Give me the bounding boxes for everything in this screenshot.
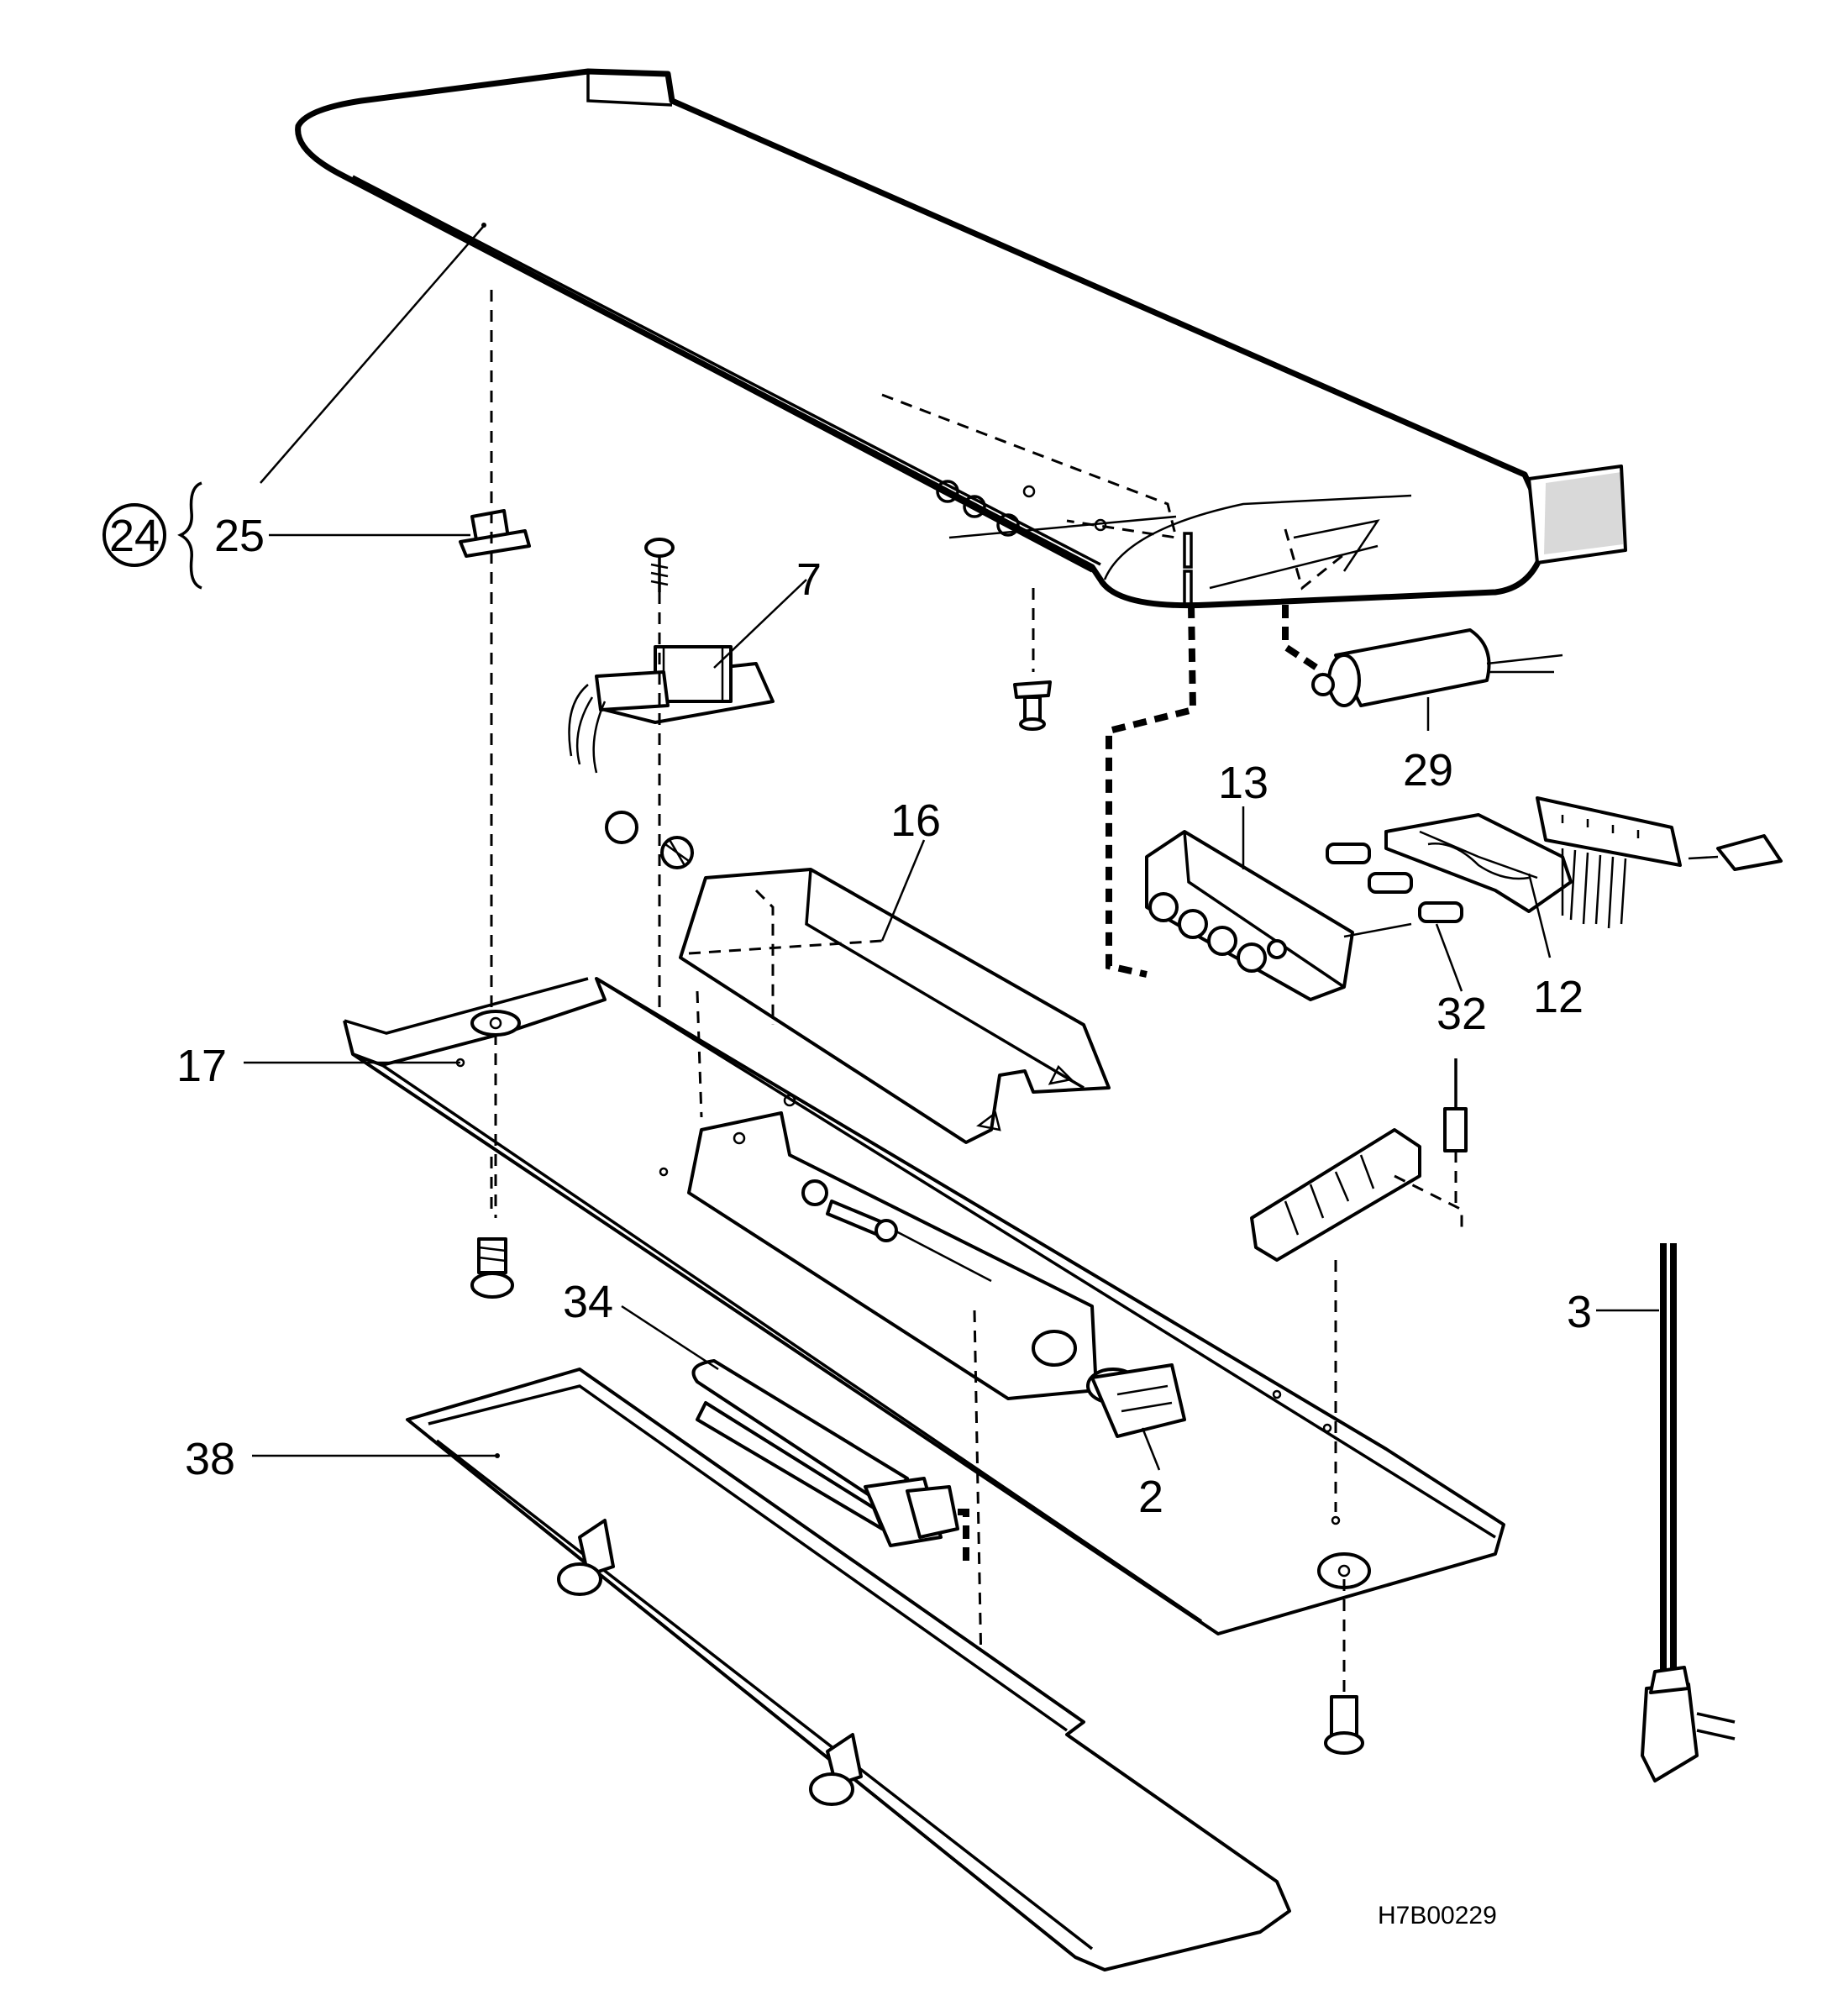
callout-24-group: 24 25 — [102, 481, 470, 590]
leader-25 — [260, 226, 484, 484]
terminal-block — [1250, 1058, 1468, 1512]
label-3: 3 — [1567, 1287, 1592, 1337]
clip-part — [459, 509, 531, 558]
lamp-cover-part-38: 38 — [185, 1368, 1291, 1971]
power-cord-part-3: 3 — [1567, 1243, 1736, 1782]
label-2: 2 — [1138, 1472, 1163, 1522]
lamp-part-34: 34 — [563, 1277, 969, 1562]
cylinder-part-29: 29 — [1282, 605, 1563, 795]
screw-right — [1324, 1579, 1364, 1755]
transformer-part-7: 7 — [568, 538, 822, 1176]
label-25-bracket: 25 — [214, 511, 265, 561]
screw-left — [470, 1237, 514, 1299]
label-34: 34 — [563, 1277, 613, 1327]
label-32: 32 — [1436, 989, 1487, 1039]
circuit-board-part-12: 12 32 — [1326, 796, 1783, 1039]
label-13: 13 — [1218, 758, 1268, 808]
label-7: 7 — [796, 554, 822, 605]
label-17: 17 — [176, 1041, 227, 1091]
base-tray-part-17: 17 — [176, 977, 1505, 1635]
cover-part-16: 16 — [679, 795, 1111, 1144]
label-29: 29 — [1403, 745, 1453, 795]
lamp-bracket: 2 — [687, 990, 1186, 1756]
screw-center — [1013, 588, 1052, 731]
switch-panel-part-13: 13 — [1106, 604, 1412, 1001]
circle-marker — [102, 503, 166, 567]
label-38: 38 — [185, 1434, 235, 1484]
hood-canopy — [295, 68, 1627, 609]
label-24: 24 — [109, 511, 160, 561]
drawing-reference: H7B00229 — [1378, 1902, 1497, 1929]
label-12: 12 — [1533, 972, 1584, 1022]
label-16: 16 — [890, 795, 941, 846]
